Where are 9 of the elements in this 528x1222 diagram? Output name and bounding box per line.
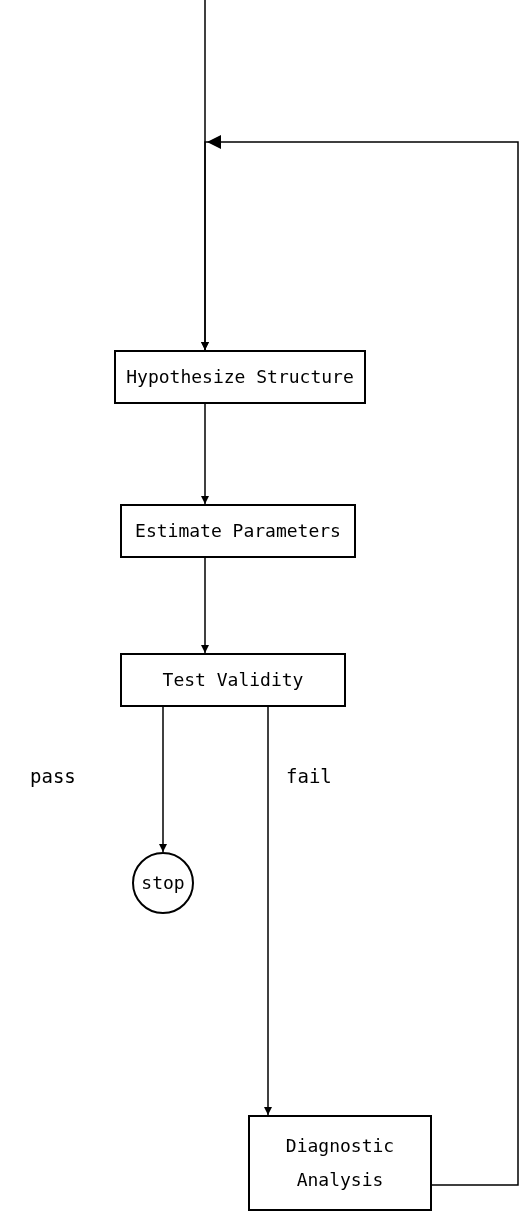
process-box: Hypothesize Structure [114, 350, 366, 404]
arrow [201, 135, 519, 1186]
process-box: Estimate Parameters [120, 504, 356, 558]
arrow [201, 403, 209, 505]
arrow [201, 557, 209, 654]
process-box: Diagnostic Analysis [248, 1115, 432, 1211]
process-box: Test Validity [120, 653, 346, 707]
arrow [159, 706, 167, 853]
arrow [264, 706, 272, 1116]
